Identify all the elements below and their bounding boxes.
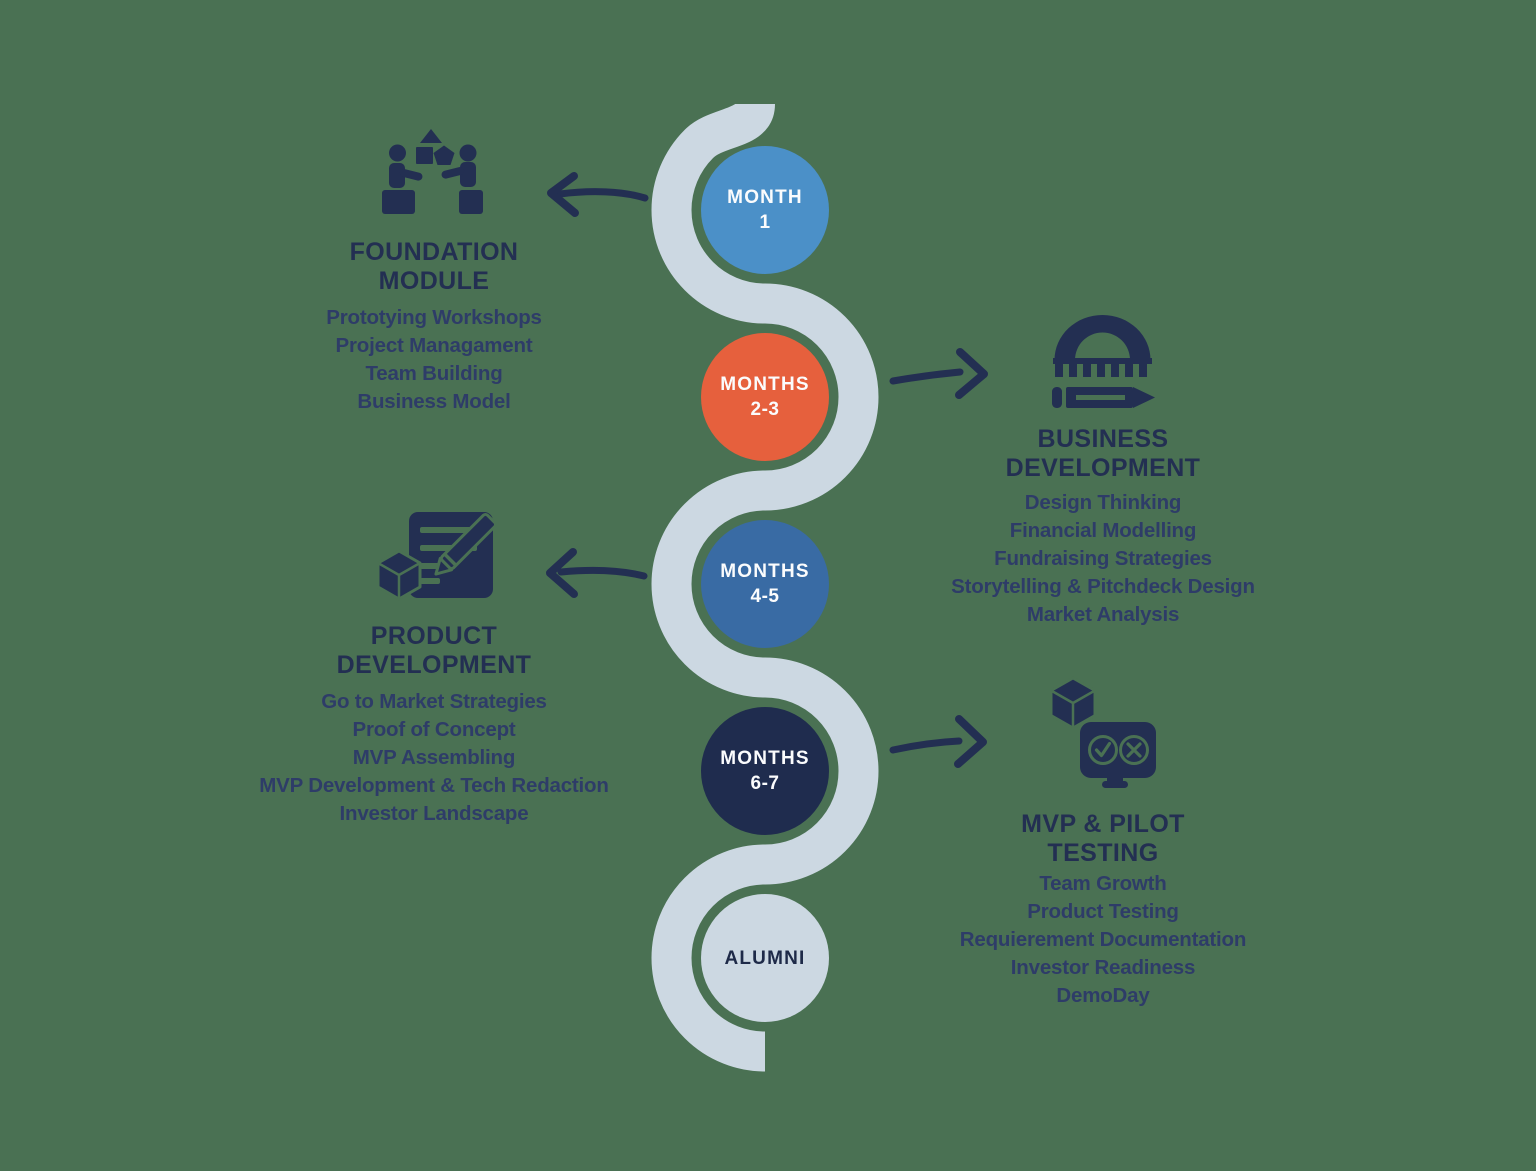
node-label: MONTHS (720, 561, 810, 582)
cube-shape (1049, 676, 1097, 730)
section-title-line: PRODUCT (370, 622, 498, 650)
section-title-line: BUSINESS (1037, 425, 1169, 453)
section-title-line: MODULE (378, 267, 490, 295)
monitor-check-cube-icon (1049, 676, 1156, 788)
node-sublabel: 1 (759, 212, 771, 233)
list-item: Fundraising Strategies (994, 547, 1212, 570)
arrow-to-mvp-pilot-testing (889, 715, 987, 768)
node-label: MONTHS (720, 748, 810, 769)
timeline-node-month-1: MONTH 1 (701, 146, 829, 274)
workshop-shapes (382, 129, 483, 214)
list-item: Prototying Workshops (326, 306, 542, 329)
pencil-shape (1052, 387, 1155, 408)
workshop-icon (382, 129, 483, 214)
arrow-to-product-development (546, 548, 648, 598)
timeline-node-months-4-5: MONTHS 4-5 (701, 520, 829, 648)
node-sublabel: 2-3 (750, 399, 780, 420)
section-title: MVP & PILOT TESTING (903, 810, 1303, 868)
list-item: Product Testing (1027, 900, 1179, 923)
section-title-line: DEVELOPMENT (1005, 454, 1201, 482)
list-item: Business Model (357, 390, 511, 413)
section-title-line: TESTING (1047, 839, 1159, 867)
list-item: Storytelling & Pitchdeck Design (951, 575, 1255, 598)
list-item: Proof of Concept (352, 718, 516, 741)
section-title: FOUNDATION MODULE (234, 238, 634, 296)
list-item: Team Growth (1039, 872, 1167, 895)
document-pencil-cube-icon (376, 512, 494, 601)
protractor-pencil-icon (1052, 315, 1155, 408)
node-sublabel: 4-5 (750, 586, 780, 607)
list-item: Design Thinking (1024, 491, 1182, 514)
list-item: MVP Assembling (352, 746, 516, 769)
list-item: MVP Development & Tech Redaction (259, 774, 609, 797)
section-title-line: DEVELOPMENT (336, 651, 532, 679)
timeline-node-months-6-7: MONTHS 6-7 (701, 707, 829, 835)
section-title: PRODUCT DEVELOPMENT (234, 622, 634, 680)
timeline-node-months-2-3: MONTHS 2-3 (701, 333, 829, 461)
node-label: MONTHS (720, 374, 810, 395)
list-item: DemoDay (1056, 984, 1150, 1007)
section-product-development: PRODUCT DEVELOPMENT Go to Market Strateg… (234, 622, 634, 828)
section-title: BUSINESS DEVELOPMENT (903, 425, 1303, 483)
section-title-line: FOUNDATION (349, 238, 519, 266)
section-title-line: MVP & PILOT (1021, 810, 1185, 838)
list-item: Go to Market Strategies (321, 690, 547, 713)
timeline-serpentine-path (651, 100, 879, 1072)
timeline-node-alumni: ALUMNI (701, 894, 829, 1022)
arrow-to-business-development (889, 348, 988, 399)
cube-shape (376, 549, 422, 601)
list-item: Financial Modelling (1009, 519, 1197, 542)
list-item: Requierement Documentation (959, 928, 1247, 951)
node-label: ALUMNI (724, 947, 806, 969)
arrow-to-foundation-module (547, 172, 649, 217)
monitor-shape (1080, 722, 1156, 788)
list-item: Market Analysis (1026, 603, 1180, 626)
list-item: Investor Readiness (1010, 956, 1196, 979)
list-item: Investor Landscape (339, 802, 529, 825)
list-item: Project Managament (335, 334, 533, 357)
protractor-shape (1053, 315, 1152, 377)
node-label: MONTH (727, 187, 803, 208)
pencil-shape (434, 512, 494, 576)
list-item: Team Building (365, 362, 503, 385)
node-sublabel: 6-7 (750, 773, 780, 794)
